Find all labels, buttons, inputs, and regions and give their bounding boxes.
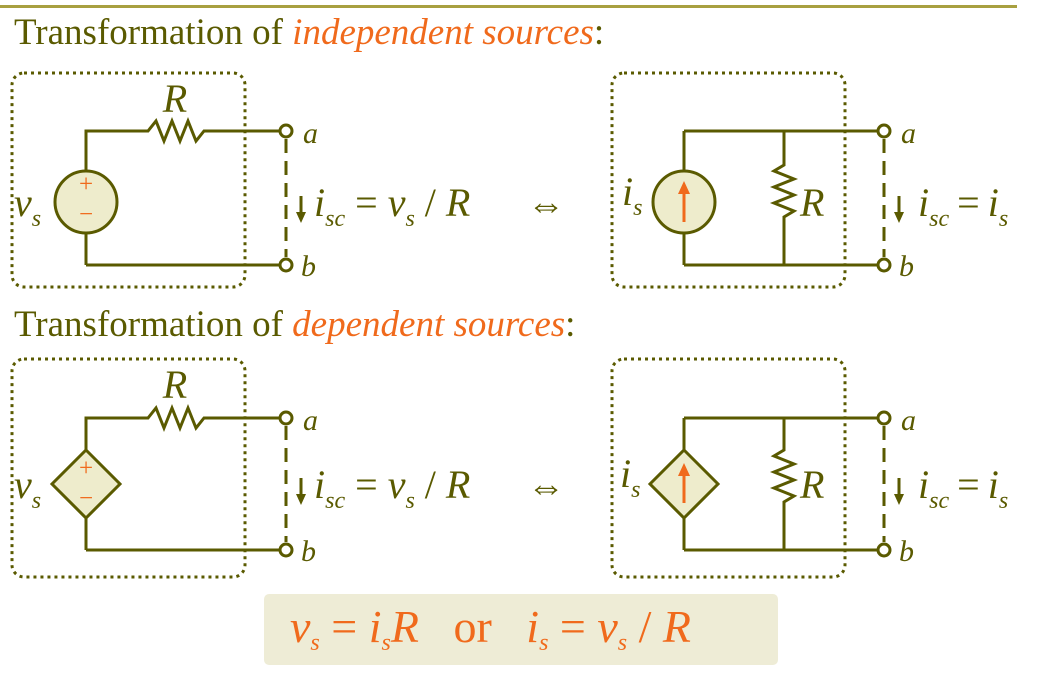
- terminal-b-label: b: [899, 250, 914, 283]
- terminal-a-label: a: [303, 404, 318, 437]
- vs-label: vs: [14, 180, 41, 232]
- dotted-box: [610, 71, 847, 289]
- resistor-label: R: [162, 76, 187, 121]
- terminal-a: [876, 123, 892, 139]
- terminal-a: [278, 410, 294, 426]
- heading-independent-prefix: Transformation of: [14, 12, 293, 53]
- heading-dependent-suffix: :: [565, 304, 576, 345]
- equivalence-arrow: ⇔: [527, 466, 565, 508]
- heading-dependent: Transformation of dependent sources:: [14, 306, 575, 343]
- heading-independent: Transformation of independent sources:: [14, 14, 604, 51]
- isc-equation: isc=is: [918, 180, 1008, 232]
- heading-dependent-highlight: dependent sources: [292, 304, 566, 345]
- shunt-resistor: [769, 418, 799, 550]
- wire-with-resistor: [84, 403, 280, 450]
- conversion-formula: vs = isR or is = vs / R: [290, 601, 692, 656]
- current-arrow-head: [296, 494, 306, 505]
- dotted-box: [610, 357, 847, 579]
- terminal-a: [876, 410, 892, 426]
- current-arrow-head: [894, 494, 904, 505]
- isc-equation: isc=vs/R: [314, 462, 470, 514]
- terminal-b: [876, 257, 892, 273]
- source-arrow-head: [678, 463, 690, 476]
- circuit-independent-current: [610, 71, 901, 289]
- heading-dependent-prefix: Transformation of: [14, 304, 293, 345]
- minus-sign: −: [79, 201, 93, 228]
- equivalence-arrow: ⇔: [527, 184, 565, 226]
- isc-equation: isc=vs/R: [314, 180, 470, 232]
- source-arrow-head: [678, 181, 690, 194]
- is-label: is: [622, 169, 642, 221]
- is-label: is: [620, 451, 640, 503]
- plus-sign: +: [79, 171, 93, 198]
- dotted-box: [10, 357, 247, 579]
- wire-with-resistor: [84, 116, 280, 171]
- circuit-dependent-voltage: [10, 357, 303, 579]
- terminal-b: [278, 257, 294, 273]
- terminal-a-label: a: [303, 117, 318, 150]
- top-rule: [0, 5, 1017, 8]
- heading-independent-highlight: independent sources: [292, 12, 594, 53]
- terminal-b: [278, 542, 294, 558]
- terminal-a-label: a: [901, 404, 916, 437]
- terminal-b-label: b: [301, 535, 316, 568]
- terminal-b-label: b: [301, 250, 316, 283]
- terminal-a: [278, 123, 294, 139]
- current-arrow-head: [894, 212, 904, 223]
- isc-equation: isc=is: [918, 462, 1008, 514]
- resistor-label: R: [799, 180, 824, 225]
- formula-box: [264, 594, 778, 665]
- circuit-dependent-current: [610, 357, 901, 579]
- terminal-a-label: a: [901, 117, 916, 150]
- circuit-independent-voltage: [10, 71, 303, 289]
- resistor-label: R: [162, 362, 187, 407]
- terminal-b-label: b: [899, 535, 914, 568]
- vs-label: vs: [14, 462, 41, 514]
- terminal-b: [876, 542, 892, 558]
- resistor-label: R: [799, 462, 824, 507]
- dotted-box: [10, 71, 247, 289]
- plus-sign: +: [79, 455, 93, 482]
- minus-sign: −: [79, 485, 93, 512]
- shunt-resistor: [769, 131, 799, 265]
- heading-independent-suffix: :: [593, 12, 605, 53]
- current-arrow-head: [296, 212, 306, 223]
- dependent-voltage-source: [49, 447, 123, 521]
- voltage-source: [53, 169, 119, 235]
